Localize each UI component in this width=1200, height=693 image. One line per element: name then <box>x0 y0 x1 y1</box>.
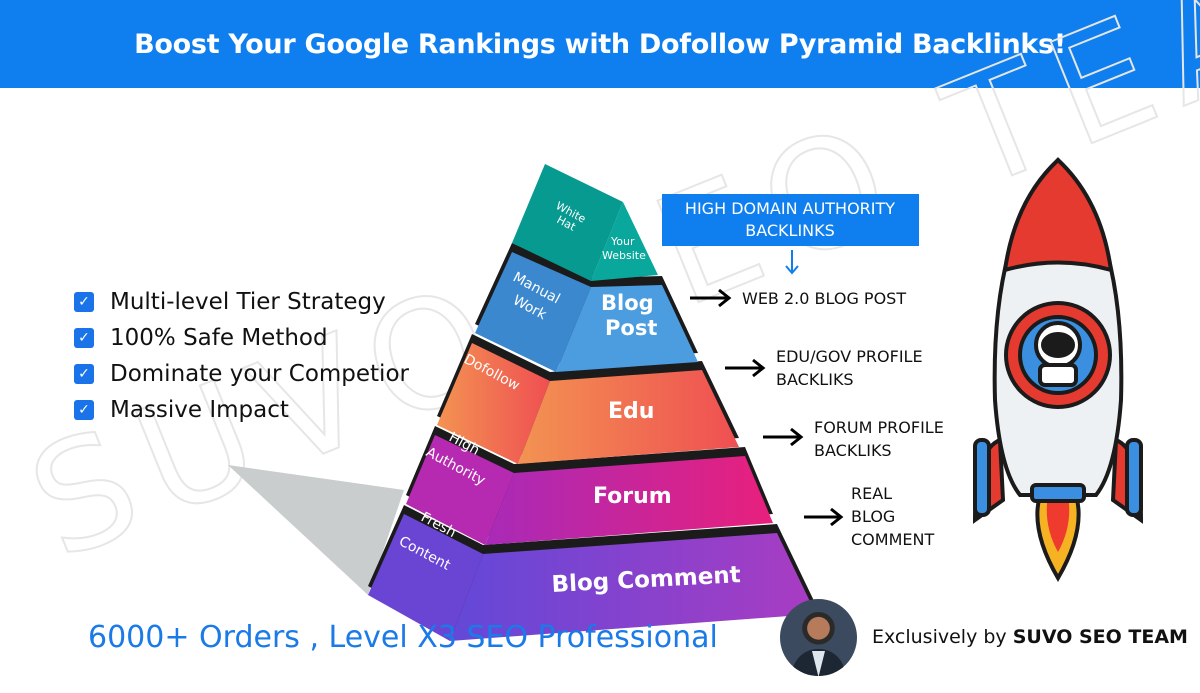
arrow-right-icon <box>790 427 804 447</box>
tier-your-website <box>512 164 658 281</box>
annotation-edu: EDU/GOV PROFILE BACKLIKS <box>725 347 923 389</box>
svg-text:WEB 2.0 BLOG POST: WEB 2.0 BLOG POST <box>742 289 906 308</box>
svg-text:BACKLIKS: BACKLIKS <box>814 441 892 460</box>
svg-text:REAL: REAL <box>851 484 892 503</box>
checkbox-icon: ✓ <box>74 328 94 348</box>
svg-text:COMMENT: COMMENT <box>851 530 934 549</box>
tier-label-edu: Edu <box>608 399 654 424</box>
avatar <box>780 599 857 676</box>
tier-blog-comment <box>368 505 816 641</box>
checkbox-icon: ✓ <box>74 400 94 420</box>
svg-text:Post: Post <box>605 316 657 340</box>
svg-text:BACKLIKS: BACKLIKS <box>776 370 854 389</box>
feature-item: ✓Multi-level Tier Strategy <box>74 284 409 320</box>
feature-item: ✓Massive Impact <box>74 392 409 428</box>
annotation-web2: WEB 2.0 BLOG POST <box>690 288 906 308</box>
svg-text:Your: Your <box>610 235 635 248</box>
orders-tagline: 6000+ Orders , Level X3 SEO Professional <box>88 620 718 655</box>
feature-item: ✓Dominate your Competior <box>74 356 409 392</box>
exclusive-credit: Exclusively by SUVO SEO TEAM <box>872 626 1188 648</box>
header-banner: Boost Your Google Rankings with Dofollow… <box>0 0 1200 88</box>
tier-label-forum: Forum <box>593 484 672 509</box>
svg-text:BACKLINKS: BACKLINKS <box>745 221 835 240</box>
annotation-forum: FORUM PROFILE BACKLIKS <box>763 418 944 460</box>
arrow-right-icon <box>830 507 844 527</box>
checkbox-icon: ✓ <box>74 364 94 384</box>
tier-blog-post <box>475 243 698 372</box>
feature-item: ✓100% Safe Method <box>74 320 409 356</box>
annotation-blog-comment: REAL BLOG COMMENT <box>804 484 934 549</box>
svg-text:FORUM PROFILE: FORUM PROFILE <box>814 418 944 437</box>
svg-text:BLOG: BLOG <box>851 507 895 526</box>
tier-label-blog-post: Blog <box>601 291 654 315</box>
checkbox-icon: ✓ <box>74 292 94 312</box>
svg-text:Website: Website <box>602 249 646 262</box>
pyramid-shadow <box>228 465 404 595</box>
page-title: Boost Your Google Rankings with Dofollow… <box>134 28 1066 60</box>
svg-text:EDU/GOV PROFILE: EDU/GOV PROFILE <box>776 347 923 366</box>
feature-list: ✓Multi-level Tier Strategy ✓100% Safe Me… <box>74 284 409 428</box>
arrow-right-icon <box>752 358 766 378</box>
svg-text:HIGH DOMAIN AUTHORITY: HIGH DOMAIN AUTHORITY <box>685 199 895 218</box>
tier-forum <box>406 426 773 545</box>
brand-name: SUVO SEO TEAM <box>1012 626 1188 648</box>
arrow-right-icon <box>718 288 732 308</box>
rocket-icon <box>972 157 1144 582</box>
high-da-callout: HIGH DOMAIN AUTHORITY BACKLINKS <box>662 194 919 275</box>
